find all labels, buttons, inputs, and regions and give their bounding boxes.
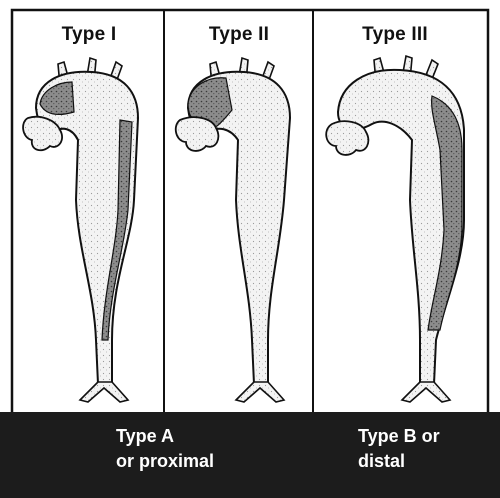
- panel-title-type-2: Type II: [208, 24, 270, 45]
- aorta-type-3: [325, 54, 465, 403]
- panel-title-type-1: Type I: [61, 24, 117, 45]
- aorta-type-2: [174, 56, 292, 403]
- type-a-line-2: or proximal: [116, 451, 215, 471]
- classification-band: [0, 412, 500, 498]
- aorta-type-1: [22, 56, 140, 403]
- type-b-label: Type B or distal: [358, 424, 440, 474]
- type-a-label: Type A or proximal: [116, 424, 214, 474]
- type-b-line-2: distal: [358, 451, 406, 471]
- type-a-line-1: Type A: [116, 426, 175, 446]
- panel-title-type-3: Type III: [362, 24, 428, 45]
- type-b-line-1: Type B or: [358, 426, 440, 446]
